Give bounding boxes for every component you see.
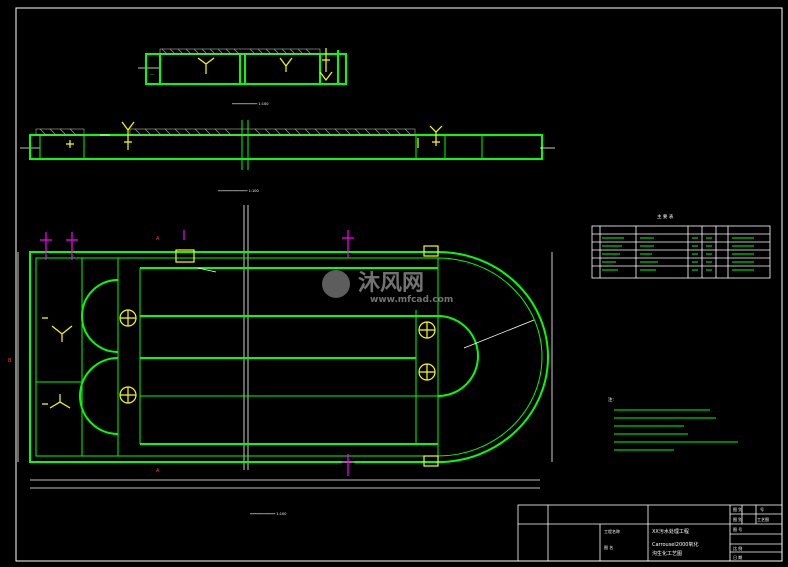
watermark: 沐风网 www.mfcad.com (322, 270, 453, 305)
title-header-left: 图 别 (733, 506, 742, 512)
drawing-type-value: 工艺图 (757, 516, 769, 522)
drawing-type-label: 图 别 (733, 516, 742, 522)
title-block: 工程名称 XX污水处理工程 图 名 Carrousel2000氧化 沟生化工艺图… (517, 504, 783, 562)
svg-text:━━━━━━━━━━━━ 1:100: ━━━━━━━━━━━━ 1:100 (231, 102, 269, 106)
project-name-label: 工程名称 (604, 528, 620, 534)
notes-heading: 注: (608, 396, 614, 403)
drawing-frame (15, 7, 783, 562)
svg-text:A: A (156, 236, 160, 242)
table-title: 主 要 表 (657, 213, 674, 220)
date-label: 日 期 (733, 554, 742, 560)
title-header-right: 号 (760, 506, 764, 512)
svg-text:━━━━━━━━━━━━━━ 1:100: ━━━━━━━━━━━━━━ 1:100 (217, 189, 259, 193)
watermark-brand: 沐风网 (358, 271, 424, 296)
sheet-label: 图 号 (733, 526, 742, 532)
svg-text:──: ── (149, 73, 155, 77)
watermark-url: www.mfcad.com (370, 295, 453, 305)
svg-text:A: A (156, 468, 160, 474)
plan-view: A A B ━━━━━━━━━━━━ 1:100 (8, 230, 553, 516)
project-name-value: XX污水处理工程 (652, 528, 689, 535)
notes: 注: (608, 396, 738, 451)
svg-text:B: B (8, 358, 12, 364)
section-view-a: ── ━━━━━━━━━━━━ 1:100 (138, 48, 347, 106)
drawing-name-line2: 沟生化工艺图 (652, 550, 682, 557)
section-view-b: ━━━━━━━━━━━━━━ 1:100 (20, 120, 555, 193)
svg-text:━━━━━━━━━━━━ 1:100: ━━━━━━━━━━━━ 1:100 (249, 512, 287, 516)
equipment-table: 主 要 表 (591, 213, 771, 279)
drawing-name-line1: Carrousel2000氧化 (652, 541, 699, 548)
scale-label: 比 例 (733, 545, 742, 551)
drawing-name-label: 图 名 (604, 544, 613, 550)
